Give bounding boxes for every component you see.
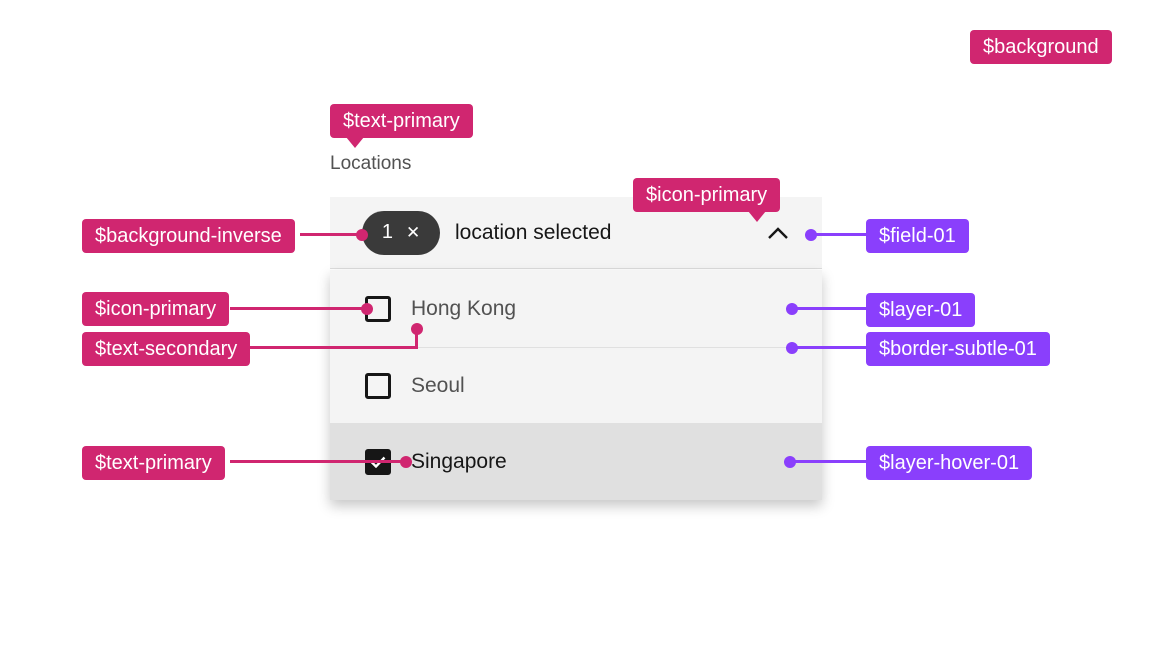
connector-line [300, 233, 362, 236]
menu-option-label: Singapore [411, 450, 507, 473]
token-badge-layer-01: $layer-01 [866, 293, 976, 327]
connector-dot [786, 342, 798, 354]
token-badge-text-primary-label: $text-primary [330, 104, 473, 148]
selected-count: 1 [381, 221, 393, 243]
connector-line [811, 233, 866, 236]
selected-count-tag[interactable]: 1 ✕ [362, 210, 440, 255]
connector-dot [411, 323, 423, 335]
connector-dot [361, 303, 373, 315]
token-badge-background: $background [970, 30, 1112, 64]
menu-option-hong-kong[interactable]: Hong Kong [330, 270, 822, 348]
connector-dot [805, 229, 817, 241]
connector-dot [400, 456, 412, 468]
tag-close-icon[interactable]: ✕ [405, 223, 421, 242]
menu-option-singapore[interactable]: Singapore [330, 424, 822, 500]
token-badge-text-secondary: $text-secondary [82, 332, 251, 366]
menu-option-label: Hong Kong [411, 296, 517, 320]
connector-line [415, 329, 418, 349]
connector-line [250, 346, 418, 349]
token-badge-border-subtle-01: $border-subtle-01 [866, 332, 1050, 366]
chevron-up-icon[interactable] [767, 226, 789, 240]
connector-line [230, 460, 406, 463]
menu-option-seoul[interactable]: Seoul [330, 348, 822, 424]
dropdown-label: Locations [330, 153, 412, 174]
token-badge-field-01: $field-01 [866, 219, 969, 253]
token-badge-icon-primary-chevron: $icon-primary [633, 178, 781, 222]
checkbox-unchecked-icon[interactable] [365, 372, 391, 399]
connector-dot [356, 229, 368, 241]
connector-line [792, 307, 866, 310]
dropdown-menu: Hong Kong Seoul Singapore [330, 270, 822, 500]
connector-line [230, 307, 368, 310]
menu-option-label: Seoul [411, 373, 465, 397]
token-badge-text-primary-option: $text-primary [82, 446, 225, 480]
token-badge-background-inverse: $background-inverse [82, 219, 295, 253]
field-value-text: location selected [455, 220, 612, 244]
token-badge-layer-hover-01: $layer-hover-01 [866, 446, 1033, 480]
connector-dot [786, 303, 798, 315]
connector-dot [784, 456, 796, 468]
token-badge-icon-primary-checkbox: $icon-primary [82, 292, 230, 326]
connector-line [790, 460, 866, 463]
connector-line [792, 346, 866, 349]
